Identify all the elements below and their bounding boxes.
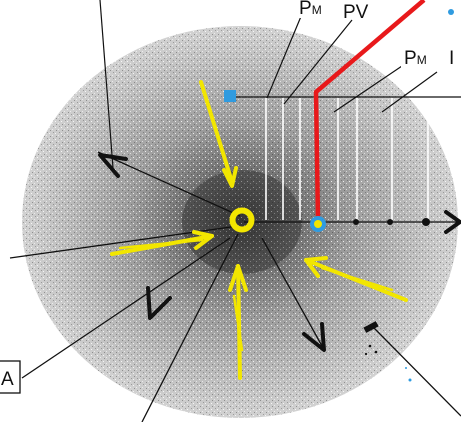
arrowhead-upper-left [98,153,128,178]
lower-right-marker [363,321,379,356]
white-hatch-lines [265,98,429,220]
cloud [22,26,458,418]
yellow-arrow-top [199,80,238,188]
a-label-box: A [0,360,21,394]
label-pv: PV [343,2,369,23]
yellow-arrow-bottom [228,264,248,380]
red-path [313,0,426,221]
label-top-mask [296,0,382,18]
yellow-ring-icon [229,207,255,233]
black-arrowheads [98,153,461,352]
yellow-arrows [110,80,408,380]
label-pm-right: PM [404,48,427,69]
blue-square-icon [224,90,236,102]
blue-dot-top-right [448,9,454,15]
label-a: A [1,369,14,390]
small-blue-dots [405,367,412,382]
arrowhead-lower-right [302,322,326,352]
label-right-mask [401,42,461,68]
cloud-speckle [22,26,458,418]
ray-upper-left [97,151,241,217]
label-right-edge: I [449,48,454,69]
ray-lower-right [261,237,323,347]
ray-bottom-right-edge [373,327,461,417]
ray-lower-left-to-a [21,237,231,379]
arrowhead-lower-left [146,286,172,320]
label-leader-lines [99,0,438,169]
cyan-ring-icon [310,216,326,232]
arrowhead-right-edge [444,210,461,234]
yellow-arrow-left [110,230,214,256]
label-pm-top: PM [299,0,322,19]
yellow-arrow-right [304,256,408,302]
ray-dots [353,218,430,226]
ray-bottom [141,233,239,422]
cloud-core [182,170,302,274]
